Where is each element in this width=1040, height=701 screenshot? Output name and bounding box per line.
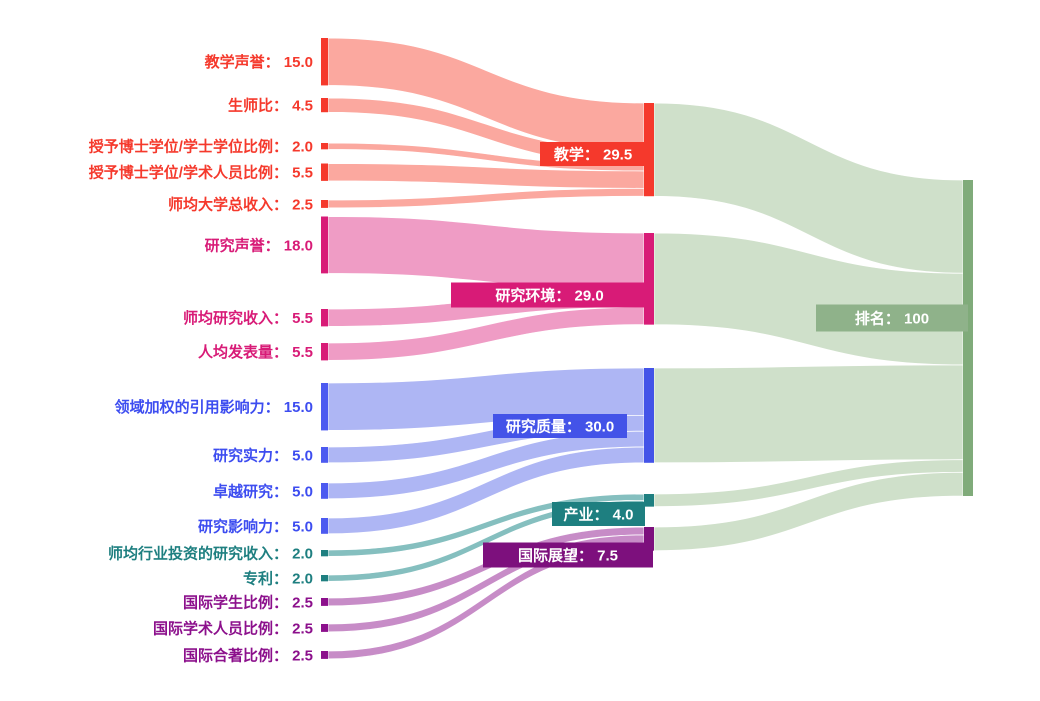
- node-label-doc_staff: 授予博士学位/学术人员比例： 5.5: [89, 164, 313, 182]
- sankey-node-rank[interactable]: [963, 180, 973, 496]
- sankey-node-intl_students[interactable]: [321, 598, 328, 606]
- sankey-node-industry_income[interactable]: [321, 550, 328, 557]
- node-label-res_strength: 研究实力： 5.0: [213, 446, 313, 464]
- node-label-industry_income: 师均行业投资的研究收入： 2.0: [108, 545, 313, 563]
- node-label-box-rank: [816, 304, 968, 332]
- node-label-box-res_quality: [493, 414, 627, 438]
- node-label-patents: 专利： 2.0: [243, 570, 313, 588]
- sankey-node-res_influence[interactable]: [321, 518, 328, 534]
- node-label-res_influence: 研究影响力： 5.0: [198, 517, 313, 535]
- sankey-link-res_quality-rank[interactable]: [653, 364, 964, 464]
- sankey-node-patents[interactable]: [321, 575, 328, 582]
- sankey-node-res_env[interactable]: [644, 233, 654, 325]
- node-label-productivity: 人均发表量： 5.5: [198, 343, 313, 361]
- sankey-node-intl_staff[interactable]: [321, 624, 328, 632]
- sankey-node-fwci[interactable]: [321, 383, 328, 431]
- sankey-node-res_excellence[interactable]: [321, 483, 328, 499]
- sankey-node-res_strength[interactable]: [321, 447, 328, 463]
- node-label-box-intl_outlook: [483, 542, 653, 568]
- sankey-node-intl_coauth[interactable]: [321, 651, 328, 659]
- node-label-industry: 产业： 4.0: [563, 506, 633, 524]
- sankey-node-doc_bach[interactable]: [321, 143, 328, 150]
- sankey-labels: 教学声誉： 15.0 生师比： 4.5 授予博士学位/学士学位比例： 2.0 授予博士…: [89, 53, 968, 664]
- sankey-node-res_income[interactable]: [321, 309, 328, 327]
- sankey-node-ssr[interactable]: [321, 98, 328, 113]
- sankey-node-productivity[interactable]: [321, 343, 328, 361]
- sankey-node-industry[interactable]: [644, 494, 654, 507]
- sankey-node-teaching[interactable]: [644, 103, 654, 197]
- node-label-box-industry: [552, 502, 645, 526]
- sankey-node-res_quality[interactable]: [644, 368, 654, 463]
- node-label-inst_income: 师均大学总收入： 2.5: [168, 195, 313, 213]
- sankey-node-intl_outlook[interactable]: [644, 527, 654, 551]
- node-label-intl_outlook: 国际展望： 7.5: [518, 547, 618, 565]
- node-label-res_env: 研究环境： 29.0: [495, 287, 603, 305]
- sankey-node-inst_income[interactable]: [321, 200, 328, 208]
- node-label-ssr: 生师比： 4.5: [228, 97, 313, 115]
- sankey-link-res_rep-res_env[interactable]: [327, 216, 645, 291]
- sankey-nodes: [321, 38, 973, 659]
- node-label-box-teaching: [540, 142, 646, 166]
- node-label-res_excellence: 卓越研究： 5.0: [213, 482, 313, 500]
- node-label-res_rep: 研究声誉： 18.0: [205, 236, 313, 254]
- node-label-res_income: 师均研究收入： 5.5: [183, 309, 313, 327]
- sankey-node-teach_rep[interactable]: [321, 38, 328, 86]
- node-label-rank: 排名： 100: [855, 310, 929, 328]
- node-label-teach_rep: 教学声誉： 15.0: [204, 53, 313, 71]
- node-label-intl_students: 国际学生比例： 2.5: [183, 593, 313, 611]
- node-label-teaching: 教学： 29.5: [553, 146, 632, 164]
- node-label-box-res_env: [451, 282, 648, 308]
- node-label-intl_coauth: 国际合著比例： 2.5: [183, 646, 313, 664]
- node-label-intl_staff: 国际学术人员比例： 2.5: [153, 619, 313, 637]
- sankey-node-doc_staff[interactable]: [321, 163, 328, 181]
- node-label-doc_bach: 授予博士学位/学士学位比例： 2.0: [89, 138, 313, 156]
- node-label-res_quality: 研究质量： 30.0: [506, 418, 614, 436]
- sankey-link-inst_income-teaching[interactable]: [327, 187, 645, 209]
- node-label-fwci: 领域加权的引用影响力： 15.0: [114, 398, 313, 416]
- sankey-node-res_rep[interactable]: [321, 216, 328, 274]
